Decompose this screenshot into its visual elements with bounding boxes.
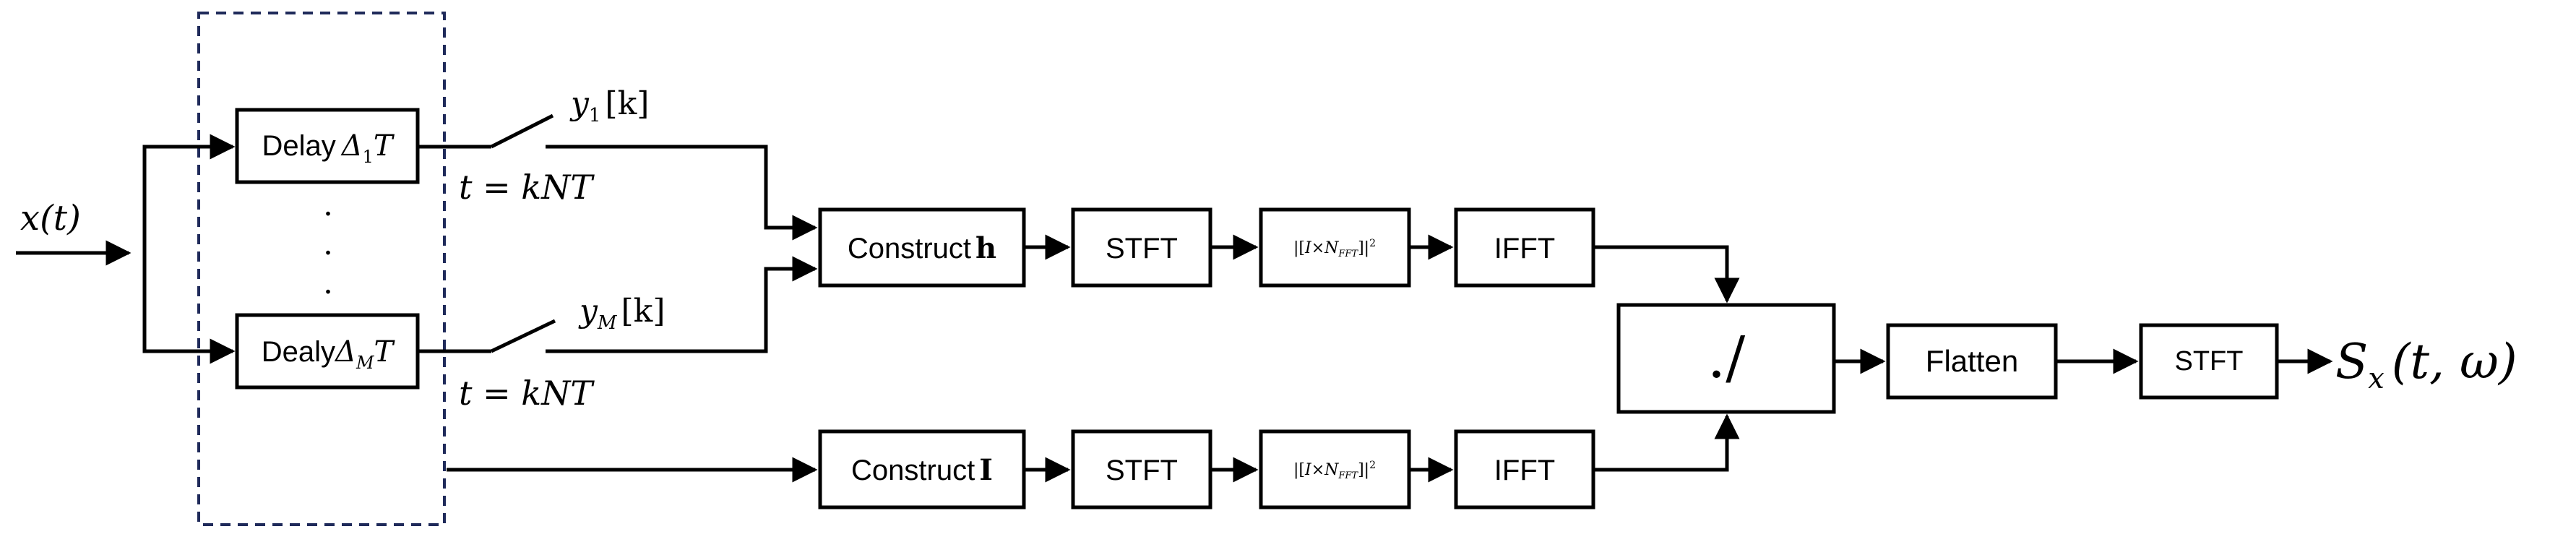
sample-label-1: y1[k] <box>569 85 649 126</box>
ifft-top-label: IFFT <box>1494 233 1555 264</box>
norm-top-label: |[I×NFFT]|2 <box>1293 238 1376 259</box>
construct-i-block <box>818 429 1026 509</box>
ifft-bottom-block <box>1454 429 1595 509</box>
norm-bottom-block <box>1259 429 1411 509</box>
sample-time-label-1: t = kNT <box>459 168 595 207</box>
ellipsis-dot-3: . <box>323 264 333 301</box>
sampler-switch-1 <box>490 113 554 149</box>
ifft-top-block <box>1454 207 1595 288</box>
elementwise-divide-block <box>1616 303 1836 414</box>
stft-bottom-block <box>1071 429 1212 509</box>
flatten-label: Flatten <box>1926 344 2018 378</box>
stft-bottom-label: STFT <box>1106 455 1178 486</box>
sample-label-m: yM[k] <box>578 293 665 334</box>
ellipsis-dot-1: . <box>323 186 333 223</box>
output-label: Sx(t, ω) <box>2335 334 2517 395</box>
delay-block-m-label: DealyΔMT <box>262 335 396 373</box>
ellipsis-dot-2: . <box>323 225 333 262</box>
norm-bottom-label: |[I×NFFT]|2 <box>1293 460 1376 481</box>
delay-block-m <box>235 313 420 390</box>
sampler-m-wire <box>546 256 818 353</box>
split-wire-bottom <box>142 253 236 364</box>
wire-ifft-top-to-divide <box>1593 245 1740 304</box>
sampler-switch-m <box>490 319 556 353</box>
stft-final-label: STFT <box>2175 346 2244 377</box>
sample-time-label-m: t = kNT <box>459 374 595 413</box>
ifft-bottom-label: IFFT <box>1494 455 1555 486</box>
stft-final-block <box>2139 323 2279 400</box>
delay-group-frame <box>197 12 446 526</box>
svg-text:x(t): x(t) <box>20 198 81 238</box>
split-wire-top <box>142 134 236 253</box>
elementwise-divide-label: ./ <box>1707 324 1745 391</box>
input-signal-label: x(t) <box>20 198 81 238</box>
sampler-1-wire <box>546 145 818 241</box>
stft-top-label: STFT <box>1106 233 1178 264</box>
wire-ifft-bottom-to-divide <box>1593 413 1740 472</box>
stft-top-block <box>1071 207 1212 288</box>
